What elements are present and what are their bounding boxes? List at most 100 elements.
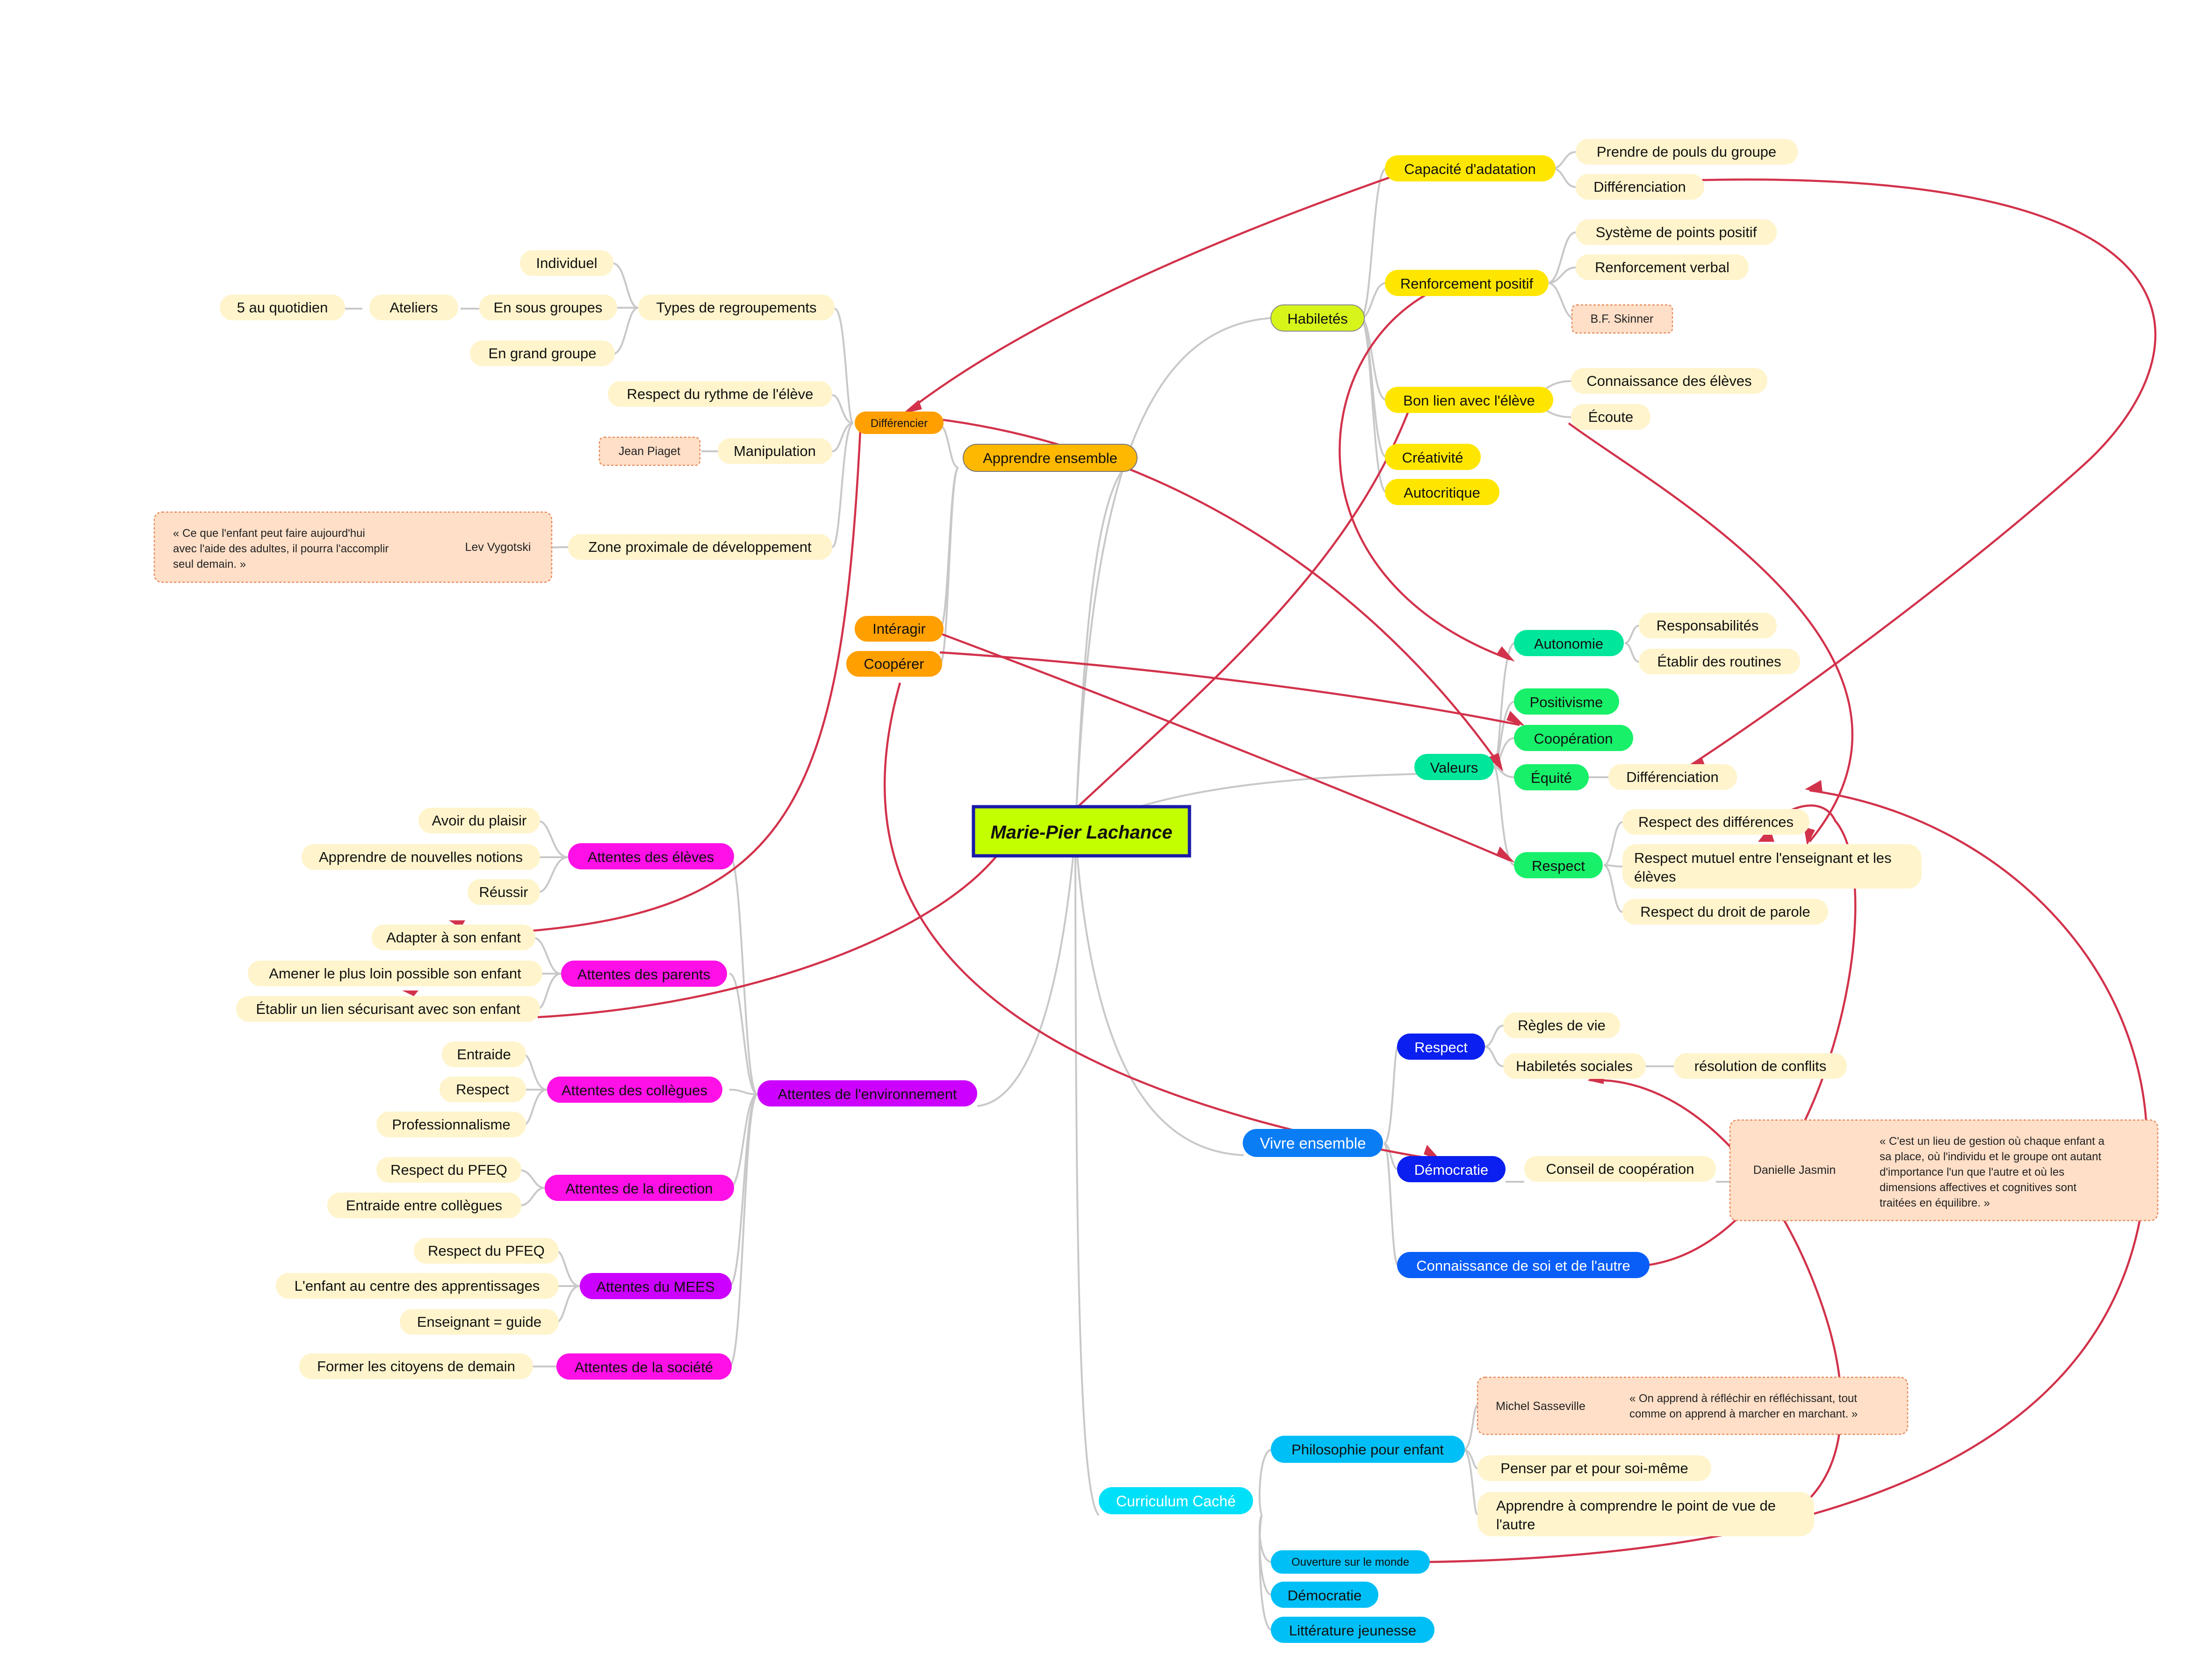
node-grand-groupe[interactable]: En grand groupe xyxy=(470,340,615,366)
node-resolution-conflits[interactable]: résolution de conflits xyxy=(1674,1053,1847,1079)
node-apprendre-ensemble[interactable]: Apprendre ensemble xyxy=(963,444,1138,472)
node-renforcement-positif[interactable]: Renforcement positif xyxy=(1385,270,1549,296)
node-respect-attentes[interactable]: Respect xyxy=(440,1077,526,1102)
node-entraide-collegues[interactable]: Entraide entre collègues xyxy=(327,1193,521,1218)
node-connaissance-soi[interactable]: Connaissance de soi et de l'autre xyxy=(1397,1252,1650,1278)
node-label: Positivisme xyxy=(1530,694,1603,710)
node-professionnalisme[interactable]: Professionnalisme xyxy=(376,1112,526,1137)
node-bon-lien[interactable]: Bon lien avec l'élève xyxy=(1385,387,1553,413)
node-habiletes[interactable]: Habiletés xyxy=(1270,304,1365,332)
node-attentes-direction[interactable]: Attentes de la direction xyxy=(545,1175,734,1201)
node-philosophie[interactable]: Philosophie pour enfant xyxy=(1271,1436,1465,1463)
node-democratie-vivre[interactable]: Démocratie xyxy=(1397,1156,1506,1182)
node-plaisir[interactable]: Avoir du plaisir xyxy=(418,808,540,833)
node-penser[interactable]: Penser par et pour soi-même xyxy=(1477,1455,1711,1481)
node-citoyens[interactable]: Former les citoyens de demain xyxy=(299,1353,533,1379)
node-cinq-quotidien[interactable]: 5 au quotidien xyxy=(220,295,345,320)
node-label: Penser par et pour soi-même xyxy=(1500,1460,1688,1476)
node-label: Règles de vie xyxy=(1518,1017,1606,1034)
note-sasseville[interactable]: Michel Sasseville « On apprend à réfléch… xyxy=(1477,1376,1909,1435)
node-attentes-eleves[interactable]: Attentes des élèves xyxy=(568,843,734,869)
relation-arrows xyxy=(533,174,2157,1563)
node-prendre-pouls[interactable]: Prendre de pouls du groupe xyxy=(1576,139,1798,165)
node-autocritique[interactable]: Autocritique xyxy=(1385,479,1499,505)
node-amener[interactable]: Amener le plus loin possible son enfant xyxy=(248,961,542,986)
node-label: Attentes du MEES xyxy=(596,1279,714,1295)
note-vygotski[interactable]: Lev Vygotski « Ce que l'enfant peut fair… xyxy=(153,511,553,583)
node-label: Apprendre de nouvelles notions xyxy=(319,849,523,865)
apprendre-ensemble-group: Apprendre ensemble Différencier Intéragi… xyxy=(153,250,1138,677)
node-capacite-adaptation[interactable]: Capacité d'adatation xyxy=(1385,155,1556,181)
note-jasmin[interactable]: Danielle Jasmin « C'est un lieu de gesti… xyxy=(1729,1119,2159,1222)
node-label: résolution de conflits xyxy=(1694,1058,1827,1074)
node-cooperer[interactable]: Coopérer xyxy=(846,651,942,677)
node-vivre-ensemble[interactable]: Vivre ensemble xyxy=(1243,1129,1383,1157)
node-droit-parole[interactable]: Respect du droit de parole xyxy=(1622,899,1828,925)
node-point-vue[interactable]: Apprendre à comprendre le point de vue d… xyxy=(1477,1492,1814,1536)
node-notions[interactable]: Apprendre de nouvelles notions xyxy=(302,844,540,870)
node-responsabilites[interactable]: Responsabilités xyxy=(1639,613,1777,638)
node-respect-mutuel[interactable]: Respect mutuel entre l'enseignant et les… xyxy=(1622,844,1922,889)
node-interagir[interactable]: Intéragir xyxy=(855,616,944,642)
node-litterature[interactable]: Littérature jeunesse xyxy=(1271,1617,1434,1643)
node-label: Apprendre à comprendre le point de vue d… xyxy=(1496,1497,1776,1514)
node-adapter[interactable]: Adapter à son enfant xyxy=(372,925,535,950)
node-label: élèves xyxy=(1634,868,1676,885)
node-manipulation[interactable]: Manipulation xyxy=(718,438,832,464)
node-differenciation-habiletes[interactable]: Différenciation xyxy=(1576,174,1704,200)
quote-line: sa place, où l'individu et le groupe ont… xyxy=(1880,1150,2102,1163)
node-individuel[interactable]: Individuel xyxy=(520,250,613,276)
note-piaget[interactable]: Jean Piaget xyxy=(598,436,701,466)
node-label: Responsabilités xyxy=(1657,617,1759,634)
node-curriculum[interactable]: Curriculum Caché xyxy=(1099,1487,1253,1514)
node-respect-vivre[interactable]: Respect xyxy=(1397,1034,1485,1060)
node-attentes-mees[interactable]: Attentes du MEES xyxy=(580,1273,732,1299)
node-valeurs[interactable]: Valeurs xyxy=(1414,754,1494,780)
node-attentes-collegues[interactable]: Attentes des collègues xyxy=(547,1077,722,1103)
node-sous-groupes[interactable]: En sous groupes xyxy=(479,295,617,320)
node-respect-valeurs[interactable]: Respect xyxy=(1514,852,1603,878)
node-autonomie[interactable]: Autonomie xyxy=(1514,630,1624,656)
node-entraide[interactable]: Entraide xyxy=(442,1041,526,1067)
node-democratie-curriculum[interactable]: Démocratie xyxy=(1271,1582,1378,1608)
node-systeme-points[interactable]: Système de points positif xyxy=(1576,219,1777,245)
node-attentes-parents[interactable]: Attentes des parents xyxy=(561,961,727,987)
node-attentes-environnement[interactable]: Attentes de l'environnement xyxy=(757,1080,977,1106)
node-enfant-centre[interactable]: L'enfant au centre des apprentissages xyxy=(276,1273,559,1299)
node-label: Respect mutuel entre l'enseignant et les xyxy=(1634,850,1891,866)
node-differencier[interactable]: Différencier xyxy=(855,412,944,434)
node-habiletes-sociales[interactable]: Habiletés sociales xyxy=(1503,1053,1646,1079)
node-routines[interactable]: Établir des routines xyxy=(1639,649,1800,674)
node-label: Habiletés xyxy=(1287,311,1347,327)
node-positivisme[interactable]: Positivisme xyxy=(1514,688,1619,715)
node-label: 5 au quotidien xyxy=(237,299,328,316)
node-attentes-societe[interactable]: Attentes de la société xyxy=(556,1353,732,1380)
node-ateliers[interactable]: Ateliers xyxy=(369,295,458,320)
node-pfeq-mees[interactable]: Respect du PFEQ xyxy=(414,1238,559,1264)
node-renforcement-verbal[interactable]: Renforcement verbal xyxy=(1576,254,1749,280)
node-conseil-cooperation[interactable]: Conseil de coopération xyxy=(1524,1156,1716,1182)
node-respect-differences[interactable]: Respect des différences xyxy=(1622,809,1809,835)
node-differenciation-valeurs[interactable]: Différenciation xyxy=(1608,764,1737,790)
central-topic[interactable]: Marie-Pier Lachance xyxy=(972,805,1191,858)
node-label: Lev Vygotski xyxy=(465,541,531,554)
node-rythme[interactable]: Respect du rythme de l'élève xyxy=(608,381,832,407)
node-ecoute[interactable]: Écoute xyxy=(1571,404,1650,430)
node-label: Types de regroupements xyxy=(656,299,817,316)
note-skinner[interactable]: B.F. Skinner xyxy=(1571,304,1673,334)
node-regles-vie[interactable]: Règles de vie xyxy=(1503,1012,1620,1038)
branch-lines xyxy=(344,151,1875,1631)
node-lien-securisant[interactable]: Établir un lien sécurisant avec son enfa… xyxy=(236,996,540,1022)
node-cooperation[interactable]: Coopération xyxy=(1514,725,1633,751)
node-zone-proximale[interactable]: Zone proximale de développement xyxy=(568,534,832,560)
node-equite[interactable]: Équité xyxy=(1514,764,1589,790)
node-ouverture[interactable]: Ouverture sur le monde xyxy=(1271,1550,1430,1574)
relation-ouverture-to-respect xyxy=(1428,789,2148,1563)
node-types-regroupements[interactable]: Types de regroupements xyxy=(638,295,835,320)
node-enseignant-guide[interactable]: Enseignant = guide xyxy=(400,1309,559,1335)
node-pfeq-direction[interactable]: Respect du PFEQ xyxy=(376,1157,521,1183)
node-creativite[interactable]: Créativité xyxy=(1385,444,1481,470)
node-label: Amener le plus loin possible son enfant xyxy=(269,965,521,982)
node-reussir[interactable]: Réussir xyxy=(468,879,540,905)
node-connaissance-eleves[interactable]: Connaissance des élèves xyxy=(1571,368,1767,394)
